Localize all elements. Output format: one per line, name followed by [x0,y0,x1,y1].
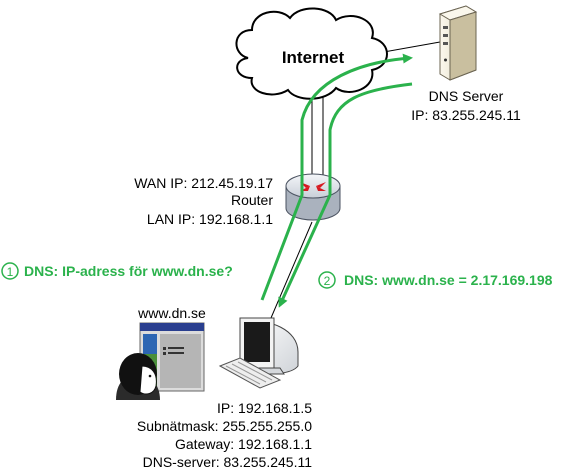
dns-server-name: DNS Server [429,88,504,104]
router-to-computer-link [264,221,313,333]
query-text: DNS: IP-adress för www.dn.se? [24,263,233,279]
client-gateway: Gateway: 192.168.1.1 [175,436,312,452]
cloud-label: Internet [282,48,345,67]
client: www.dn.se [116,305,312,470]
client-subnet: Subnätmask: 255.255.255.0 [137,418,312,434]
dns-flows [260,53,413,308]
router-name: Router [231,192,273,208]
browser-url-label: www.dn.se [137,305,206,321]
query-flow-arrow [260,53,413,301]
step-1-badge [1,262,19,280]
network-links [264,41,441,333]
query-label: 1 DNS: IP-adress för www.dn.se? [1,262,233,280]
cloud-icon [235,7,388,100]
response-flow-arrow [278,82,413,308]
dns-server-ip: IP: 83.255.245.11 [411,107,521,123]
step-2-badge [318,271,336,289]
router-lan-ip: LAN IP: 192.168.1.1 [147,211,273,227]
router-wan-ip: WAN IP: 212.45.19.17 [134,175,273,191]
router-icon [285,173,341,221]
client-dns: DNS-server: 83.255.245.11 [143,454,313,470]
internet-cloud: Internet [235,7,388,100]
computer-icon [235,317,299,375]
response-label: 2 DNS: www.dn.se = 2.17.169.198 [318,271,553,289]
router: WAN IP: 212.45.19.17 Router LAN IP: 192.… [134,173,341,227]
step-2-number: 2 [324,274,331,288]
client-ip: IP: 192.168.1.5 [217,400,312,416]
user-icon [116,353,160,400]
response-text: DNS: www.dn.se = 2.17.169.198 [344,272,553,288]
keyboard-icon [218,357,282,389]
step-1-number: 1 [7,265,14,279]
browser-window-icon [139,322,205,392]
dns-server: DNS Server IP: 83.255.245.11 [411,5,521,123]
server-icon [438,5,478,81]
